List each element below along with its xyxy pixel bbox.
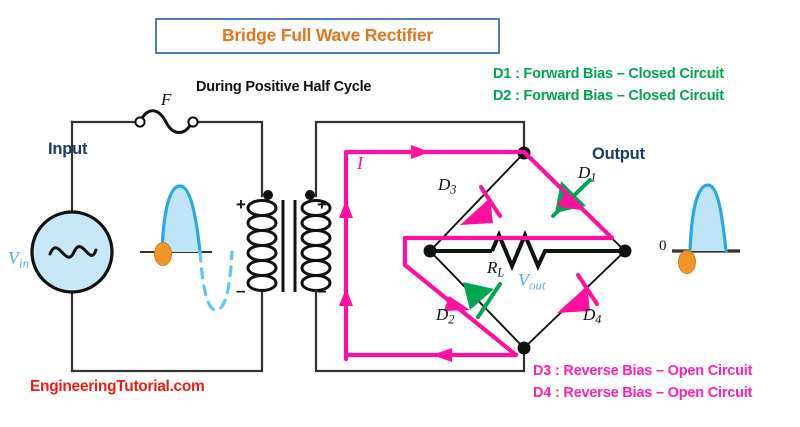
annotation-d1: D1 : Forward Bias – Closed Circuit: [493, 66, 724, 82]
output-waveform-marker: [678, 250, 696, 274]
output-zero-label: 0: [659, 238, 667, 254]
vout-base: V: [518, 270, 529, 290]
vin-label: Vin: [8, 248, 29, 272]
d2-subscript: 2: [448, 312, 455, 327]
title-border: [155, 18, 500, 54]
input-label: Input: [48, 140, 88, 158]
secondary-loop-wires: [314, 120, 526, 373]
d3-base: D: [438, 175, 451, 194]
current-direction-arrows: [339, 145, 580, 362]
diode-d3-label: D3: [438, 175, 456, 197]
fuse-symbol: [134, 109, 199, 134]
input-waveform-marker: [154, 242, 172, 266]
secondary-plus-sign: +: [317, 195, 327, 214]
vin-subscript: in: [19, 255, 30, 271]
output-waveform: [672, 183, 740, 253]
input-waveform: [140, 184, 234, 312]
current-label: I: [357, 153, 363, 173]
d4-base: D: [583, 305, 596, 324]
annotation-d4: D4 : Reverse Bias – Open Circuit: [533, 385, 753, 401]
ac-source-symbol: [30, 210, 114, 294]
diode-d2-label: D2: [436, 305, 454, 327]
diode-d2: [463, 282, 502, 319]
d1-base: D: [578, 163, 591, 182]
diode-d4-label: D4: [583, 305, 601, 327]
output-label: Output: [592, 145, 645, 163]
vout-subscript: out: [529, 277, 546, 293]
d1-subscript: 1: [590, 170, 597, 185]
annotation-d2: D2 : Forward Bias – Closed Circuit: [493, 88, 724, 104]
input-loop-wires: [70, 120, 264, 373]
vout-label: Vout: [518, 270, 546, 294]
brand-watermark: EngineeringTutorial.com: [30, 378, 205, 395]
subheading: During Positive Half Cycle: [196, 79, 372, 95]
d3-subscript: 3: [450, 182, 457, 197]
secondary-minus-sign: –: [317, 281, 327, 300]
diode-d3: [460, 185, 502, 225]
rl-subscript: L: [497, 265, 505, 280]
annotation-d3: D3 : Reverse Bias – Open Circuit: [533, 363, 753, 379]
rl-base: R: [487, 258, 498, 277]
d4-subscript: 4: [595, 312, 602, 327]
d2-base: D: [436, 305, 449, 324]
transformer-symbol: [246, 190, 332, 292]
load-resistor-label: RL: [487, 258, 504, 280]
current-path-highlight: [343, 149, 615, 362]
node-bottom: [517, 341, 531, 355]
load-resistor-branch: [430, 229, 625, 272]
diode-d4: [557, 273, 599, 313]
primary-minus-sign: –: [236, 281, 246, 300]
fuse-label: F: [161, 90, 172, 109]
primary-plus-sign: +: [236, 195, 246, 214]
diode-d1-label: D1: [578, 163, 596, 185]
vin-base: V: [8, 248, 19, 268]
page-title: Bridge Full Wave Rectifier: [221, 25, 433, 45]
